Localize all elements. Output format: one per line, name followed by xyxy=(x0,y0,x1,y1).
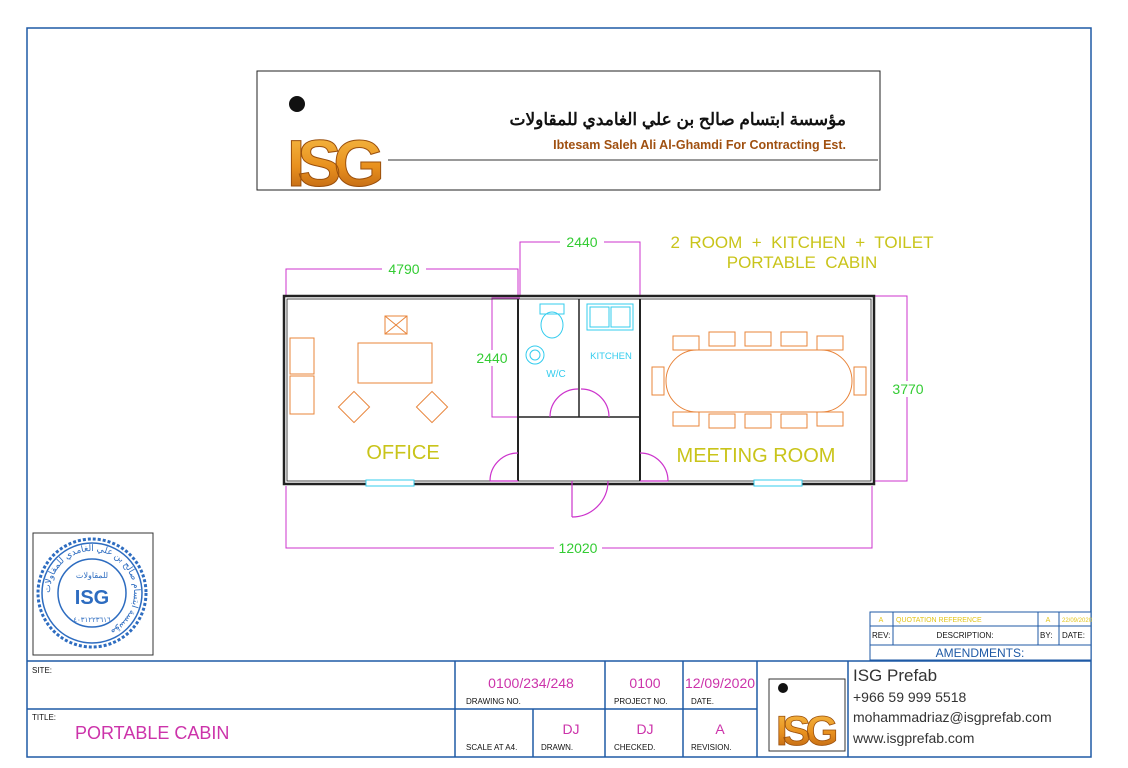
amend-row-description: QUOTATION REFERENCE xyxy=(896,617,982,624)
company-english-name: Ibtesam Saleh Ali Al-Ghamdi For Contract… xyxy=(553,138,846,152)
date-value: 12/09/2020 xyxy=(685,675,755,691)
revision-value: A xyxy=(715,721,725,737)
company-seal: مؤسسة ابتسام صالح بن علي الغامدي للمقاول… xyxy=(32,532,154,656)
floor-plan xyxy=(282,294,876,518)
office-furniture xyxy=(289,315,449,424)
dim-core-height: 2440 xyxy=(476,350,507,366)
amend-by-label: BY: xyxy=(1040,631,1052,640)
project-no-value: 0100 xyxy=(629,675,660,691)
site-label: SITE: xyxy=(32,666,52,675)
kitchen-sink xyxy=(586,303,634,331)
amend-row-letter: A xyxy=(879,617,884,624)
company-banner: ISG مؤسسة ابتسام صالح بن علي الغامدي للم… xyxy=(256,70,881,201)
room-label-kitchen: KITCHEN xyxy=(590,351,632,362)
checked-label: CHECKED. xyxy=(614,743,655,752)
dim-cabin-depth: 3770 xyxy=(892,381,923,397)
company-email: mohammadriaz@isgprefab.com xyxy=(853,709,1052,725)
company-phone: +966 59 999 5518 xyxy=(853,689,966,705)
room-label-wc: W/C xyxy=(546,369,565,380)
amend-row-by: A xyxy=(1046,617,1051,624)
dim-office-width: 4790 xyxy=(388,261,419,277)
footer-logo-letters: ISG xyxy=(776,707,837,754)
title-block xyxy=(27,660,1091,757)
revision-label: REVISION. xyxy=(691,743,731,752)
window xyxy=(753,479,803,487)
amend-row-date: 22/09/2020 xyxy=(1062,618,1093,624)
dimension-lines xyxy=(285,241,908,549)
drawing-heading-line1: 2 ROOM + KITCHEN + TOILET xyxy=(671,233,934,252)
drawing-no-label: DRAWING NO. xyxy=(466,697,521,706)
door-swings xyxy=(489,388,669,518)
seal-inner-text: للمقاولات xyxy=(76,571,108,580)
drawing-no-value: 0100/234/248 xyxy=(488,675,574,691)
scale-label: SCALE AT A4. xyxy=(466,743,517,752)
seal-number: ٤٠٣١٢٢٣٦١٦ xyxy=(73,617,111,624)
amendments-table: A QUOTATION REFERENCE A 22/09/2020 REV: … xyxy=(869,611,1093,661)
wc-fixtures xyxy=(525,303,565,365)
date-label: DATE. xyxy=(691,697,714,706)
drawing-heading-line2: PORTABLE CABIN xyxy=(727,253,878,272)
amend-title: AMENDMENTS: xyxy=(936,646,1025,660)
sheet-border xyxy=(26,27,1092,758)
project-no-label: PROJECT NO. xyxy=(614,697,668,706)
company-name: ISG Prefab xyxy=(853,666,937,685)
company-arabic-name: مؤسسة ابتسام صالح بن علي الغامدي للمقاول… xyxy=(509,110,846,130)
title-label: TITLE: xyxy=(32,713,56,722)
drawn-value: DJ xyxy=(562,721,579,737)
company-website: www.isgprefab.com xyxy=(852,730,974,746)
isg-logo-letters: ISG xyxy=(287,126,381,200)
room-label-meeting: MEETING ROOM xyxy=(677,445,836,467)
amend-rev-label: REV: xyxy=(872,631,890,640)
room-label-office: OFFICE xyxy=(366,442,439,464)
seal-logo: ISG xyxy=(75,587,109,609)
footer-logo: ISG xyxy=(768,678,846,754)
title-value: PORTABLE CABIN xyxy=(75,723,229,743)
dim-total-length: 12020 xyxy=(559,540,598,556)
window xyxy=(365,479,415,487)
amend-date-label: DATE: xyxy=(1062,631,1085,640)
meeting-table xyxy=(651,331,867,429)
checked-value: DJ xyxy=(636,721,653,737)
dim-core-width: 2440 xyxy=(566,234,597,250)
drawn-label: DRAWN. xyxy=(541,743,573,752)
dimension-labels: 4790 2440 2440 3770 12020 xyxy=(382,234,930,556)
isg-logo: ISG xyxy=(287,96,390,201)
amend-description-label: DESCRIPTION: xyxy=(937,631,994,640)
